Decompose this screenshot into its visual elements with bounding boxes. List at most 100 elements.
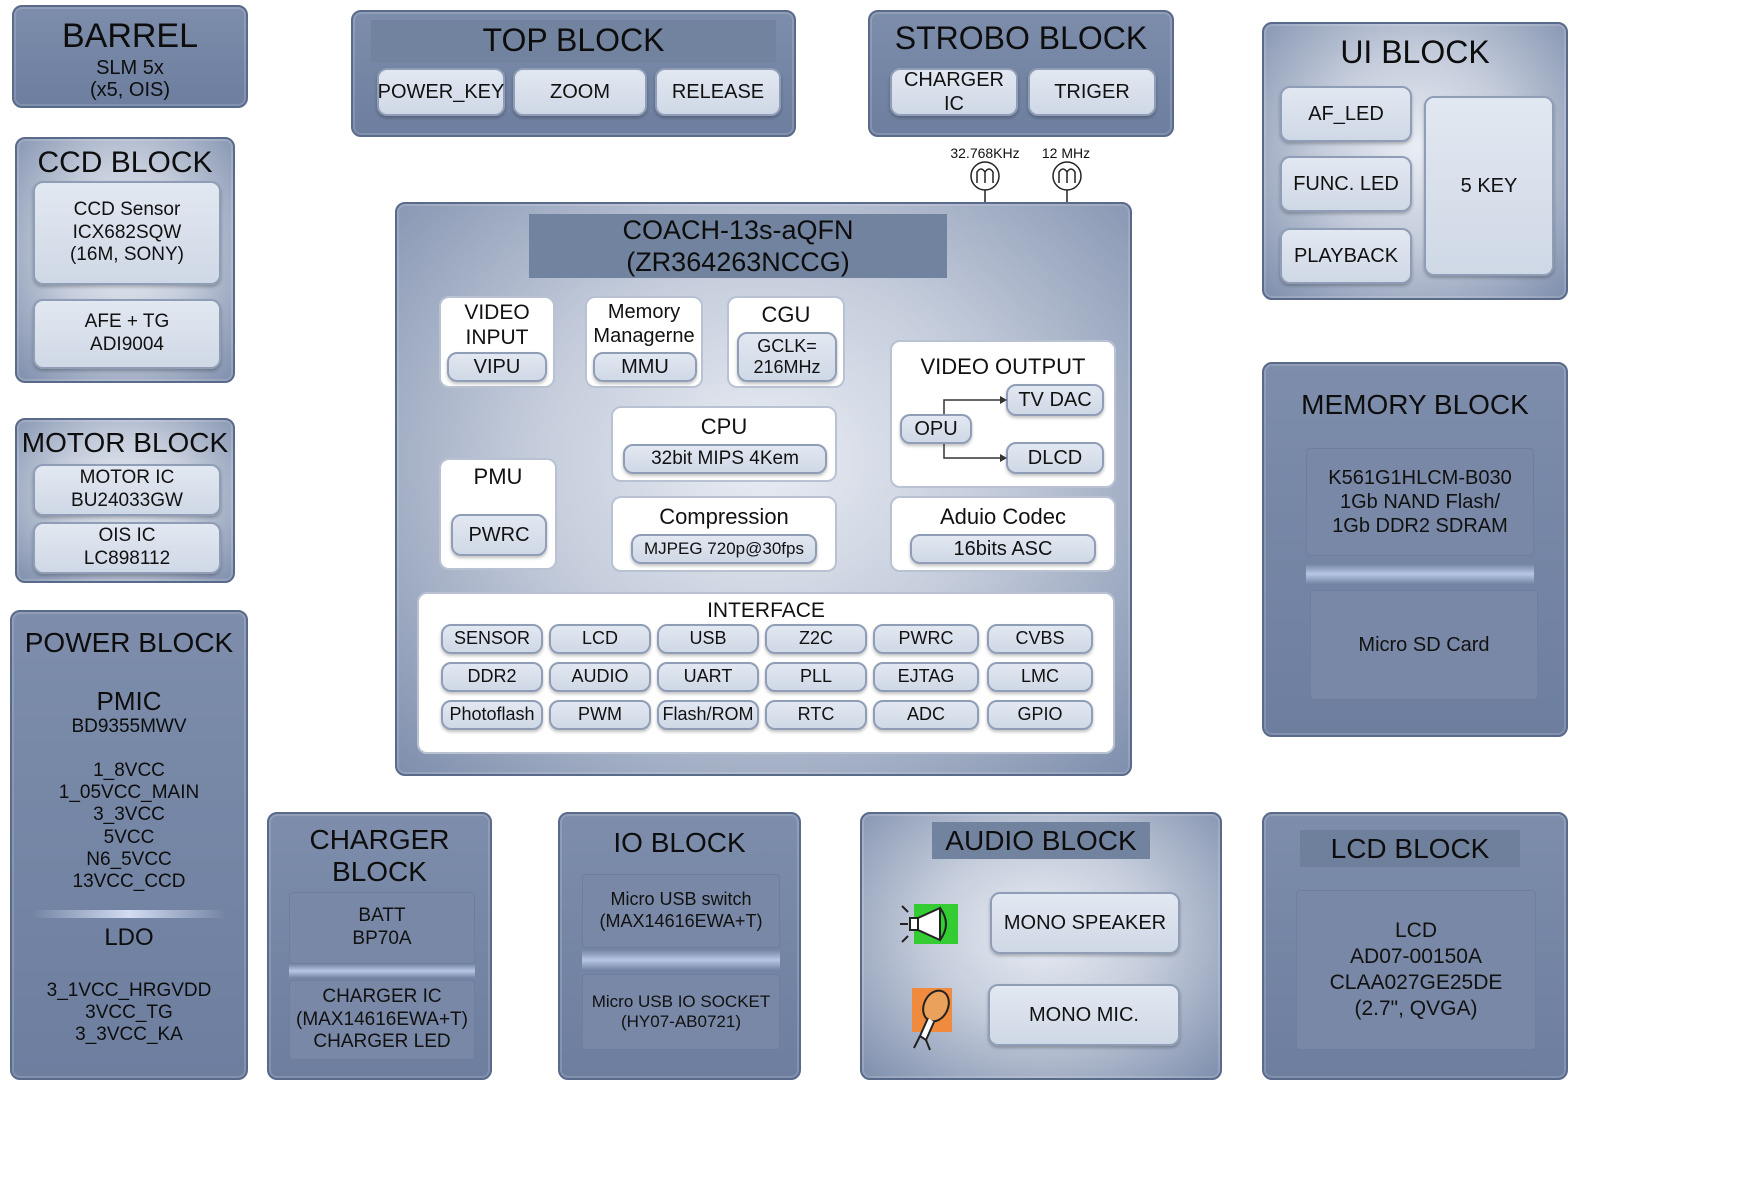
interface-lcd: LCD bbox=[549, 624, 651, 654]
ui-block: UI BLOCK AF_LED FUNC. LED PLAYBACK 5 KEY bbox=[1262, 22, 1568, 300]
playback-key: PLAYBACK bbox=[1280, 228, 1412, 284]
video-input: VIDEO INPUT VIPU bbox=[439, 296, 555, 388]
strobo-trigger: TRIGER bbox=[1028, 68, 1156, 116]
compression: Compression MJPEG 720p@30fps bbox=[611, 496, 837, 572]
oscillator-icon-12m bbox=[1052, 161, 1082, 205]
usb-switch: Micro USB switch (MAX14616EWA+T) bbox=[582, 874, 780, 948]
power-key: POWER_KEY bbox=[377, 68, 505, 116]
io-divider bbox=[582, 950, 780, 970]
mjpeg: MJPEG 720p@30fps bbox=[631, 534, 817, 564]
nand-ddr: K561G1HLCM-B030 1Gb NAND Flash/ 1Gb DDR2… bbox=[1306, 448, 1534, 556]
interface-rtc: RTC bbox=[765, 700, 867, 730]
interface-audio: AUDIO bbox=[549, 662, 651, 692]
ccd-sensor: CCD Sensor ICX682SQW (16M, SONY) bbox=[33, 181, 221, 285]
pmic-title: PMIC bbox=[96, 686, 162, 716]
microphone-icon bbox=[906, 984, 960, 1054]
interface-lmc: LMC bbox=[987, 662, 1093, 692]
mips-core: 32bit MIPS 4Kem bbox=[623, 444, 827, 474]
memory-management: Memory Managerne MMU bbox=[585, 296, 703, 388]
interface-cvbs: CVBS bbox=[987, 624, 1093, 654]
cgu: CGU GCLK= 216MHz bbox=[727, 296, 845, 388]
motor-title: MOTOR BLOCK bbox=[21, 427, 229, 458]
vipu: VIPU bbox=[447, 352, 547, 382]
memory-block: MEMORY BLOCK K561G1HLCM-B030 1Gb NAND Fl… bbox=[1262, 362, 1568, 737]
release-key: RELEASE bbox=[655, 68, 781, 116]
barrel-spec: (x5, OIS) bbox=[89, 79, 170, 101]
power-divider bbox=[32, 910, 226, 918]
pwrc: PWRC bbox=[451, 514, 547, 556]
interface-uart: UART bbox=[657, 662, 759, 692]
motor-ic: MOTOR IC BU24033GW bbox=[33, 464, 221, 516]
oscillator-icon-32k bbox=[970, 161, 1000, 205]
mmu: MMU bbox=[593, 352, 697, 382]
ldo-rails: 3_1VCC_HRGVDD 3VCC_TG 3_3VCC_KA bbox=[46, 980, 212, 1046]
charger-title: CHARGER BLOCK bbox=[309, 824, 450, 888]
dlcd: DLCD bbox=[1006, 442, 1104, 474]
compression-title: Compression bbox=[659, 504, 789, 529]
cpu-title: CPU bbox=[700, 414, 748, 439]
io-title: IO BLOCK bbox=[613, 827, 746, 858]
top-title: TOP BLOCK bbox=[371, 20, 776, 62]
power-title: POWER BLOCK bbox=[24, 627, 234, 658]
ldo-title: LDO bbox=[104, 924, 154, 951]
interface-z2c: Z2C bbox=[765, 624, 867, 654]
interface-pwrc: PWRC bbox=[873, 624, 979, 654]
cgu-title: CGU bbox=[761, 302, 811, 327]
zoom-key: ZOOM bbox=[513, 68, 647, 116]
clock-label-32k: 32.768KHz bbox=[950, 145, 1020, 161]
lcd-title: LCD BLOCK bbox=[1300, 830, 1520, 868]
audio-title: AUDIO BLOCK bbox=[932, 822, 1150, 860]
tv-dac: TV DAC bbox=[1006, 384, 1104, 416]
asc: 16bits ASC bbox=[910, 534, 1096, 564]
audio-codec: Aduio Codec 16bits ASC bbox=[890, 496, 1116, 572]
interface-photoflash: Photoflash bbox=[441, 700, 543, 730]
interface-flash-rom: Flash/ROM bbox=[657, 700, 759, 730]
usb-socket: Micro USB IO SOCKET (HY07-AB0721) bbox=[582, 974, 780, 1050]
power-block: POWER BLOCK PMIC BD9355MWV 1_8VCC 1_05VC… bbox=[10, 610, 248, 1080]
top-block: TOP BLOCK POWER_KEY ZOOM RELEASE bbox=[351, 10, 796, 137]
lcd-panel: LCD AD07-00150A CLAA027GE25DE (2.7", QVG… bbox=[1296, 890, 1536, 1050]
interface-ejtag: EJTAG bbox=[873, 662, 979, 692]
gclk: GCLK= 216MHz bbox=[737, 332, 837, 382]
five-key: 5 KEY bbox=[1424, 96, 1554, 276]
func-led: FUNC. LED bbox=[1280, 156, 1412, 212]
clock-label-12m: 12 MHz bbox=[1041, 145, 1091, 161]
micro-sd-card: Micro SD Card bbox=[1310, 590, 1538, 700]
io-block: IO BLOCK Micro USB switch (MAX14616EWA+T… bbox=[558, 812, 801, 1080]
pmu-title: PMU bbox=[473, 464, 523, 489]
ui-title: UI BLOCK bbox=[1340, 34, 1490, 70]
ccd-block: CCD BLOCK CCD Sensor ICX682SQW (16M, SON… bbox=[15, 137, 235, 383]
barrel-model: SLM 5x bbox=[96, 57, 164, 79]
charger-ic: CHARGER IC (MAX14616EWA+T) CHARGER LED bbox=[289, 980, 475, 1060]
lcd-block: LCD BLOCK LCD AD07-00150A CLAA027GE25DE … bbox=[1262, 812, 1568, 1080]
cpu: CPU 32bit MIPS 4Kem bbox=[611, 406, 837, 482]
ois-ic: OIS IC LC898112 bbox=[33, 522, 221, 574]
opu: OPU bbox=[900, 414, 972, 444]
battery: BATT BP70A bbox=[289, 892, 475, 964]
ccd-title: CCD BLOCK bbox=[37, 146, 213, 179]
charger-block: CHARGER BLOCK BATT BP70A CHARGER IC (MAX… bbox=[267, 812, 492, 1080]
video-input-title: VIDEO INPUT bbox=[464, 301, 530, 350]
interface-sensor: SENSOR bbox=[441, 624, 543, 654]
video-output: VIDEO OUTPUT OPU TV DAC DLCD bbox=[890, 340, 1116, 488]
strobo-charger-ic: CHARGER IC bbox=[890, 68, 1018, 116]
barrel-block: BARREL SLM 5x (x5, OIS) bbox=[12, 5, 248, 108]
video-output-title: VIDEO OUTPUT bbox=[920, 354, 1086, 379]
mono-speaker: MONO SPEAKER bbox=[990, 892, 1180, 954]
charger-divider bbox=[289, 964, 475, 978]
af-led: AF_LED bbox=[1280, 86, 1412, 142]
strobo-title: STROBO BLOCK bbox=[894, 20, 1148, 56]
barrel-title: BARREL bbox=[61, 17, 199, 55]
memory-divider bbox=[1306, 564, 1534, 584]
interface-pwm: PWM bbox=[549, 700, 651, 730]
interface-ddr2: DDR2 bbox=[441, 662, 543, 692]
memory-management-title: Memory Managerne bbox=[593, 301, 695, 347]
memory-title: MEMORY BLOCK bbox=[1301, 389, 1529, 420]
coach-soc: COACH-13s-aQFN (ZR364263NCCG) VIDEO INPU… bbox=[395, 202, 1132, 776]
mono-mic: MONO MIC. bbox=[988, 984, 1180, 1046]
pmic-rails: 1_8VCC 1_05VCC_MAIN 3_3VCC 5VCC N6_5VCC … bbox=[58, 760, 200, 893]
opu-routing-arrows bbox=[943, 396, 1007, 462]
